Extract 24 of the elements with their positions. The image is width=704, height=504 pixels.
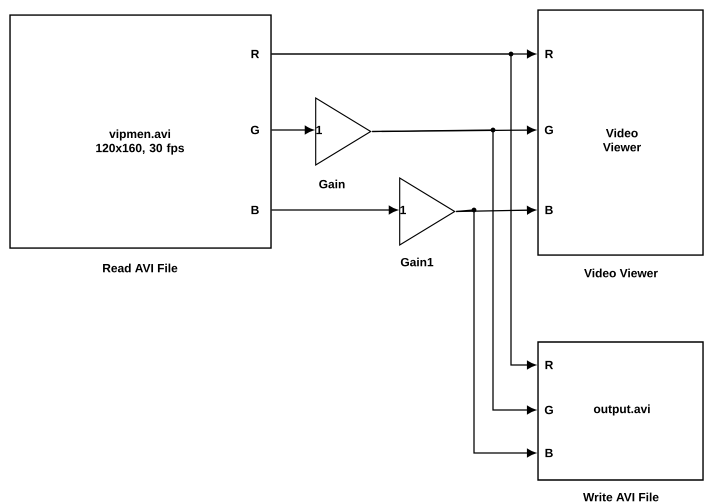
block-caption: Gain bbox=[319, 180, 345, 188]
signal-arrow bbox=[372, 129, 536, 414]
port-label: R bbox=[545, 50, 554, 58]
port-label: R bbox=[545, 360, 554, 370]
signal-arrow bbox=[272, 126, 314, 134]
port-label: B bbox=[251, 206, 259, 214]
gain-value: 1 bbox=[316, 126, 322, 134]
signal-arrow bbox=[456, 209, 536, 458]
block-caption: Read AVI File bbox=[103, 264, 178, 272]
port-label: G bbox=[250, 126, 259, 134]
port-label: G bbox=[544, 406, 553, 414]
signal-arrow bbox=[272, 206, 398, 214]
block-caption: Write AVI File bbox=[583, 492, 659, 502]
port-label: output.avi bbox=[594, 404, 650, 416]
port-label: R bbox=[251, 50, 260, 58]
block-caption: Gain1 bbox=[400, 258, 434, 266]
gain-value: 1 bbox=[400, 206, 406, 214]
block-caption: Video Viewer bbox=[584, 268, 658, 278]
port-label: B bbox=[545, 206, 553, 214]
port-label: G bbox=[544, 126, 553, 134]
block-text: Video Viewer bbox=[602, 128, 641, 152]
signal-arrow bbox=[272, 53, 536, 370]
block-text: vipmen.avi 120x160, 30 fps bbox=[96, 129, 184, 155]
port-label: B bbox=[545, 448, 553, 458]
